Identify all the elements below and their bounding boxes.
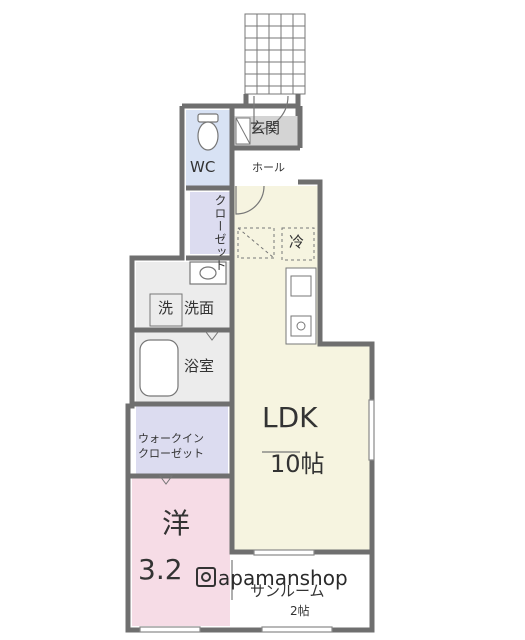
walkin-closet-label-1: ウォークイン — [138, 432, 204, 445]
fridge-space — [281, 227, 315, 261]
watermark-text: apamanshop — [218, 566, 348, 590]
sunroom-size-label: 2帖 — [290, 604, 310, 618]
apamanshop-watermark: apamanshop — [196, 566, 348, 590]
windows — [139, 399, 375, 633]
sunroom-room — [234, 556, 370, 626]
ldk-label: LDK — [262, 401, 318, 434]
kitchen-counter — [285, 267, 317, 345]
walkin-closet-label-2: クローゼット — [138, 447, 204, 460]
toilet-fixture — [197, 113, 219, 151]
washbasin-fixture — [189, 261, 227, 285]
ldk-size-label: 10帖 — [270, 450, 325, 478]
vanity-triangle — [205, 331, 219, 341]
ldk-room — [234, 186, 370, 552]
hall-floor — [232, 148, 316, 182]
sunroom-label: サンルーム — [250, 582, 325, 600]
closet-door-marker — [159, 475, 173, 485]
washer-label: 洗 — [158, 299, 174, 317]
western-room — [132, 478, 230, 626]
closet-label: クローゼット — [213, 194, 227, 272]
bath-label: 浴室 — [184, 357, 215, 375]
fridge-label: 冷 — [289, 233, 305, 251]
stove-box — [237, 227, 275, 259]
genkan-label: 玄関 — [250, 119, 281, 137]
wc-label: WC — [190, 158, 216, 176]
western-room-size-label: 3.2 — [138, 553, 183, 586]
door-swings — [231, 95, 300, 600]
apamanshop-logo-icon — [196, 567, 216, 587]
washer-space — [149, 293, 183, 327]
western-room-label: 洋 — [162, 507, 191, 540]
bathtub — [139, 339, 179, 397]
closet-room — [190, 192, 230, 254]
washroom-label: 洗面 — [184, 299, 215, 317]
walkin-closet-room — [136, 406, 228, 476]
walls — [125, 94, 375, 633]
exterior-stairs — [244, 13, 306, 95]
hall-label: ホール — [252, 161, 285, 174]
